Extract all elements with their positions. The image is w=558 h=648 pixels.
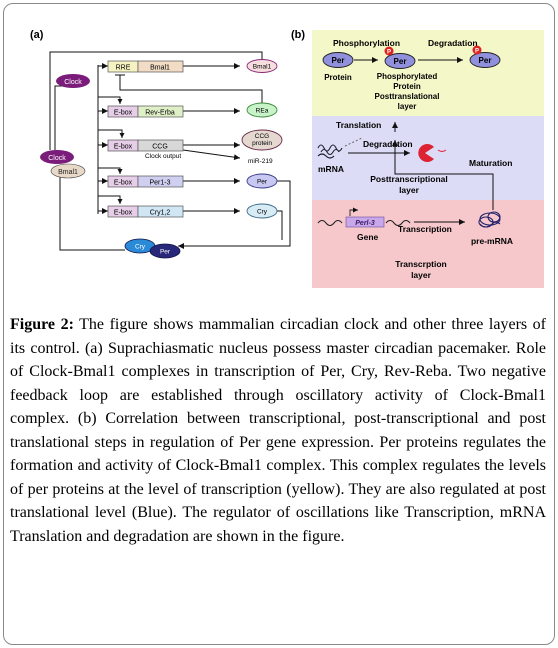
per-protein-node [322,52,354,68]
product-label: Cry [257,209,268,216]
maturation-label: Maturation [469,158,512,168]
gene-label: Cry1,2 [150,210,171,217]
complex-per-label: Per [160,249,171,256]
product-label: Per [257,179,268,186]
clock-mid-node [40,150,74,164]
degradation-icon [418,144,434,163]
per-protein-label: Per [332,56,345,65]
phospho-per-label: Per [394,57,407,66]
mrna-icon [317,144,343,159]
gene-label: Per1-3 [149,180,170,187]
pre-mrna-label: pre-mRNA [471,236,513,246]
gene-box [137,175,184,188]
mir-label: miR-219 [248,158,273,165]
phosphate-icon [472,45,482,55]
translation-dots [344,137,363,147]
gene-box [137,105,184,118]
phospho-per-node [384,53,416,69]
caption-label: Figure 2: [10,316,74,333]
phosphate-label: P [475,49,479,55]
degradation-mid-label: Degradation [363,139,413,149]
promoter-label: RRE [116,65,131,72]
caption-text: The figure shows mammalian circadian clo… [10,316,546,545]
transcription-label: Transcription [398,224,452,234]
product-node [246,102,278,118]
pre-mrna-icon [478,211,501,228]
promoter-label: E-box [114,144,133,151]
product-label: CCG [255,133,269,140]
promoter-label: E-box [114,210,133,217]
mrna-label: mRNA [318,164,344,174]
panel-b-label: (b) [291,29,305,41]
complex-cry-label: Cry [135,244,146,251]
clock-top-node [56,74,90,88]
dna-right-icon [385,219,411,227]
transcription-layer-line1: Transcrption [395,259,446,269]
clock-mid-label: Clock [48,155,66,162]
posttranslational-layer-bg [312,30,544,116]
phosphorylated-protein-line1: Phosphorylated [377,72,438,81]
posttranscriptional-line1: Posttranscriptional [370,174,447,184]
bmal1-mid-node [50,163,86,179]
phosphate-icon [384,46,394,56]
gene-label: Rev-Erba [145,110,175,117]
phosphate-label: P [387,50,391,56]
gene-label: CCG [152,144,168,151]
panel-a-label: (a) [30,29,44,41]
phosphorylation-label: Phosphorylation [333,38,400,48]
promoter-label: E-box [114,110,133,117]
posttranslational-layer-line2: layer [398,102,417,111]
figure-diagram: (a) [30,29,544,288]
figure-caption: Figure 2: The figure shows mammalian cir… [10,313,546,548]
bmal1-mid-label: Bmal1 [58,169,78,176]
product-node [246,173,278,189]
clock-output-note: Clock output [145,153,181,160]
gene-label-b: Gene [357,232,379,242]
product-label: REa [256,108,269,115]
gene-box-label: Perl-3 [355,220,375,227]
transcription-layer-bg [312,200,544,288]
product-label: protein [252,140,272,147]
product-node [241,129,283,151]
complex-per-node [149,243,181,259]
clock-top-label: Clock [64,79,82,86]
gene-box-b [345,216,385,228]
product-node [246,203,278,219]
translation-label: Translation [336,120,381,130]
protein-label: Protein [324,73,352,82]
posttranscriptional-line2: layer [399,185,420,195]
product-node [246,59,278,73]
panel-b: (b) Phosphorylation Degradation Per Prot… [291,29,544,288]
degradation-top-label: Degradation [428,38,478,48]
gene-box [137,139,184,152]
degraded-per-node [469,52,501,68]
product-label: Bmal1 [253,64,272,71]
dna-left-icon [317,219,343,227]
panel-a: (a) [30,29,291,259]
posttranslational-layer-line1: Posttranslational [375,92,440,101]
phosphorylated-protein-line2: Protein [393,82,421,91]
gene-box [137,205,184,218]
gene-box [137,60,184,73]
gene-label: Bmal1 [150,65,170,72]
degraded-per-label: Per [479,56,492,65]
transcription-layer-line2: layer [411,270,432,280]
promoter-label: E-box [114,180,133,187]
